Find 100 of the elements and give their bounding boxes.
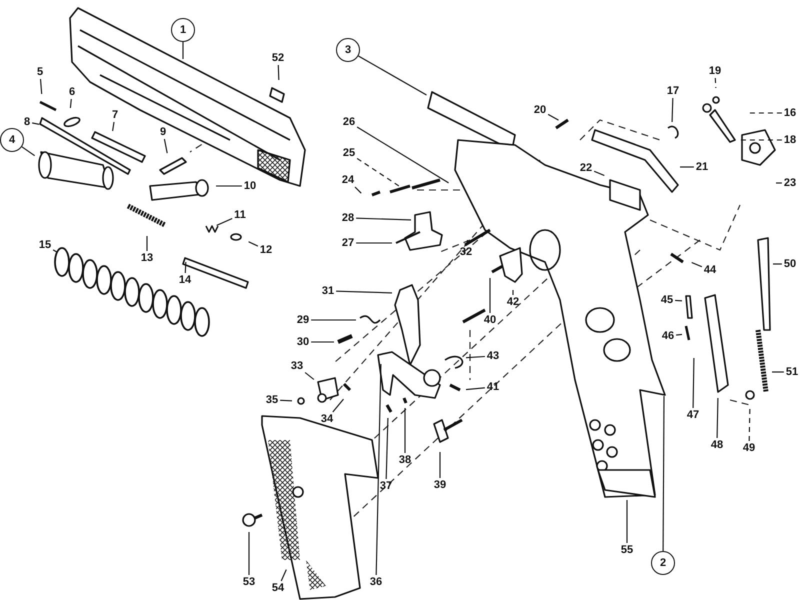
leader-line bbox=[112, 122, 115, 132]
callout-number: 18 bbox=[782, 134, 798, 146]
callout-number: 44 bbox=[702, 264, 718, 276]
callout-number: 55 bbox=[620, 544, 634, 556]
leader-line bbox=[740, 139, 782, 141]
leader-line bbox=[311, 319, 356, 321]
leader-line bbox=[304, 372, 314, 380]
callout-number: 3 bbox=[336, 38, 360, 62]
leader-line bbox=[164, 138, 168, 154]
leader-line bbox=[680, 166, 694, 168]
leader-line bbox=[184, 262, 186, 274]
callout-number: 8 bbox=[22, 116, 32, 128]
leader-line bbox=[40, 78, 42, 94]
leader-line bbox=[32, 122, 40, 125]
callout-number: 12 bbox=[258, 244, 274, 256]
callout-number: 30 bbox=[296, 336, 310, 348]
leader-line bbox=[675, 300, 682, 302]
callout-number: 39 bbox=[432, 479, 448, 491]
callout-number: 50 bbox=[782, 258, 798, 270]
leader-line bbox=[216, 185, 242, 187]
callout-number: 42 bbox=[506, 296, 520, 308]
leader-line bbox=[404, 408, 406, 453]
callout-number: 47 bbox=[686, 409, 700, 421]
callout-number: 40 bbox=[482, 314, 498, 326]
callout-number: 31 bbox=[320, 285, 336, 297]
leader-line bbox=[692, 262, 702, 268]
callout-number: 37 bbox=[378, 480, 394, 492]
callout-number: 14 bbox=[178, 274, 192, 286]
leader-line bbox=[439, 452, 441, 478]
callout-number: 27 bbox=[340, 237, 356, 249]
leader-line bbox=[773, 263, 782, 265]
callout-number: 16 bbox=[782, 107, 798, 119]
leader-line bbox=[466, 240, 468, 246]
leader-line bbox=[672, 98, 674, 122]
callout-number: 33 bbox=[290, 360, 304, 372]
callout-number: 22 bbox=[578, 162, 594, 174]
callout-number: 23 bbox=[782, 177, 798, 189]
leader-line bbox=[354, 186, 362, 194]
callout-number: 9 bbox=[158, 126, 168, 138]
leader-line bbox=[466, 387, 485, 390]
leader-line bbox=[716, 398, 718, 438]
leader-line bbox=[356, 126, 449, 184]
leader-line bbox=[676, 334, 682, 336]
callout-number: 13 bbox=[140, 252, 154, 264]
leader-line bbox=[776, 182, 782, 184]
callout-number: 29 bbox=[296, 314, 310, 326]
leader-line bbox=[311, 341, 334, 343]
callout-number: 41 bbox=[486, 381, 500, 393]
leader-line bbox=[146, 236, 148, 251]
leader-line bbox=[692, 358, 694, 408]
leader-line bbox=[22, 146, 36, 156]
callout-number: 17 bbox=[666, 85, 680, 97]
callout-number: 28 bbox=[340, 212, 356, 224]
leader-line bbox=[280, 400, 292, 402]
callout-number: 43 bbox=[486, 350, 500, 362]
leader-line bbox=[356, 158, 402, 188]
leader-line bbox=[278, 64, 280, 80]
leader-line bbox=[280, 569, 287, 582]
leader-line bbox=[248, 532, 250, 575]
leader-line bbox=[52, 249, 57, 252]
callout-number: 21 bbox=[694, 161, 710, 173]
leader-line bbox=[714, 78, 716, 88]
callout-number: 20 bbox=[532, 104, 548, 116]
leader-line bbox=[772, 371, 784, 373]
leader-line bbox=[356, 218, 412, 220]
callout-number: 49 bbox=[742, 442, 756, 454]
callout-number: 19 bbox=[708, 65, 722, 77]
callout-number: 2 bbox=[651, 551, 675, 575]
leader-line bbox=[386, 418, 388, 480]
leader-line bbox=[336, 290, 392, 294]
callout-number: 32 bbox=[458, 246, 474, 258]
leader-line bbox=[70, 98, 72, 108]
leader-line bbox=[489, 278, 491, 313]
leader-line bbox=[248, 241, 258, 247]
callout-number: 53 bbox=[242, 576, 256, 588]
callout-number: 38 bbox=[398, 454, 412, 466]
leader-line bbox=[466, 356, 485, 358]
callout-number: 24 bbox=[340, 174, 356, 186]
callout-number: 36 bbox=[368, 576, 384, 588]
callout-number: 52 bbox=[270, 52, 286, 64]
callout-number: 46 bbox=[660, 330, 676, 342]
callout-number: 1 bbox=[171, 18, 195, 42]
callout-number: 54 bbox=[270, 582, 286, 594]
callout-number: 15 bbox=[38, 239, 52, 251]
leader-line bbox=[512, 290, 514, 295]
leader-line bbox=[662, 396, 665, 551]
leader-line bbox=[594, 170, 604, 176]
leader-line bbox=[548, 114, 559, 121]
leader-line bbox=[626, 500, 628, 543]
leader-line bbox=[358, 56, 427, 96]
callout-number: 35 bbox=[264, 394, 280, 406]
callout-number: 6 bbox=[68, 86, 76, 98]
callout-number: 11 bbox=[233, 209, 247, 221]
callout-number: 45 bbox=[660, 294, 674, 306]
callout-number: 10 bbox=[242, 180, 258, 192]
leader-line bbox=[332, 398, 344, 412]
callout-number: 51 bbox=[784, 366, 800, 378]
callout-number: 25 bbox=[342, 147, 356, 159]
callout-number: 7 bbox=[110, 109, 120, 121]
callout-number: 5 bbox=[36, 66, 44, 78]
